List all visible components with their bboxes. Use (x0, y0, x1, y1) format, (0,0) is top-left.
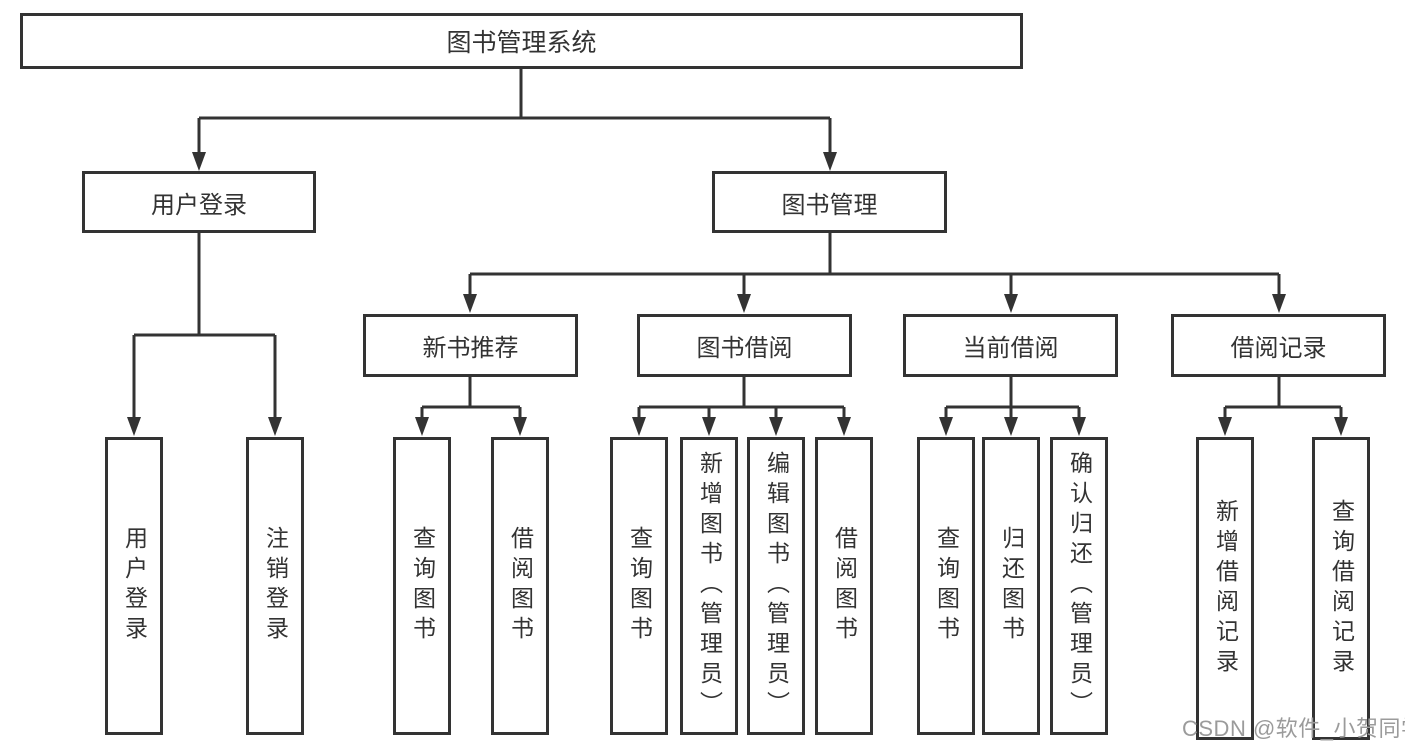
leaf-user-login: 用户登录 (105, 437, 163, 735)
watermark: CSDN @软件_小贺同学 (1182, 716, 1405, 741)
arrow-head (769, 417, 783, 436)
arrow-head (1004, 417, 1018, 436)
arrow-head (737, 294, 751, 313)
arrow-head (268, 417, 282, 436)
arrow-head (1218, 417, 1232, 436)
arrow-head (1272, 294, 1286, 313)
arrow-head (1072, 417, 1086, 436)
arrow-head (1004, 294, 1018, 313)
node-current-borrowing: 当前借阅 (903, 314, 1118, 377)
leaf-logout: 注销登录 (246, 437, 304, 735)
connector-borrow-records-children (1218, 377, 1348, 436)
arrow-head (823, 152, 837, 171)
leaf-add-borrow-record: 新增借阅记录 (1196, 437, 1254, 740)
node-user-login: 用户登录 (82, 171, 316, 233)
arrow-head (127, 417, 141, 436)
leaf-query-books-2: 查询图书 (610, 437, 668, 735)
connector-user-login-children (127, 233, 282, 436)
connector-root-to-level2 (192, 69, 837, 171)
leaf-confirm-return-admin: 确认归还（管理员） (1050, 437, 1108, 735)
arrow-head (632, 417, 646, 436)
leaf-query-borrow-record: 查询借阅记录 (1312, 437, 1370, 740)
arrow-head (702, 417, 716, 436)
arrow-head (192, 152, 206, 171)
arrow-head (1334, 417, 1348, 436)
leaf-borrow-books-2: 借阅图书 (815, 437, 873, 735)
node-borrowing-records: 借阅记录 (1171, 314, 1386, 377)
arrow-head (939, 417, 953, 436)
leaf-query-books-3: 查询图书 (917, 437, 975, 735)
leaf-query-books-1: 查询图书 (393, 437, 451, 735)
connector-new-book-rec-children (415, 377, 527, 436)
arrow-head (463, 294, 477, 313)
node-book-management: 图书管理 (712, 171, 947, 233)
leaf-edit-books-admin: 编辑图书（管理员） (747, 437, 805, 735)
node-library-management-system: 图书管理系统 (20, 13, 1023, 69)
node-new-book-recommendation: 新书推荐 (363, 314, 578, 377)
node-book-borrowing: 图书借阅 (637, 314, 852, 377)
leaf-return-books: 归还图书 (982, 437, 1040, 735)
leaf-borrow-books-1: 借阅图书 (491, 437, 549, 735)
arrow-head (513, 417, 527, 436)
connector-book-borrow-children (632, 377, 851, 436)
connector-current-borrow-children (939, 377, 1086, 436)
arrow-head (415, 417, 429, 436)
arrow-head (837, 417, 851, 436)
leaf-add-books-admin: 新增图书（管理员） (680, 437, 738, 735)
connector-book-mgmt-children (463, 232, 1286, 313)
